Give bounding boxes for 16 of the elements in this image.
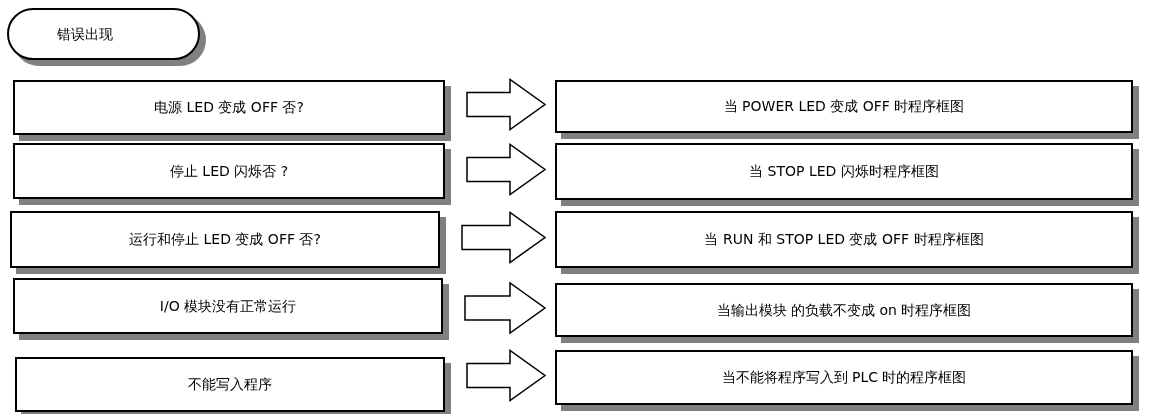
node-text: 当不能将程序写入到 PLC 时的程序框图: [721, 368, 967, 387]
node-text: I/O 模块没有正常运行: [159, 296, 297, 316]
node-text: 停止 LED 闪烁否 ?: [169, 161, 289, 181]
node-text: 当 STOP LED 闪烁时程序框图: [749, 162, 939, 181]
node-text: 运行和停止 LED 变成 OFF 否?: [129, 230, 321, 249]
block-arrow: [466, 78, 547, 131]
block-arrow: [466, 143, 547, 196]
node-text: 当 POWER LED 变成 OFF 时程序框图: [723, 97, 965, 116]
node-text: 当 RUN 和 STOP LED 变成 OFF 时程序框图: [704, 230, 984, 249]
block-arrow: [466, 349, 547, 402]
node-text: 电源 LED 变成 OFF 否?: [154, 98, 304, 117]
node-text: 当输出模块 的负载不变成 on 时程序框图: [716, 300, 972, 320]
block-arrow: [464, 281, 547, 335]
node-text: 不能写入程序: [188, 375, 272, 394]
block-arrow: [461, 211, 547, 264]
node-text: 错误出现: [57, 24, 113, 44]
